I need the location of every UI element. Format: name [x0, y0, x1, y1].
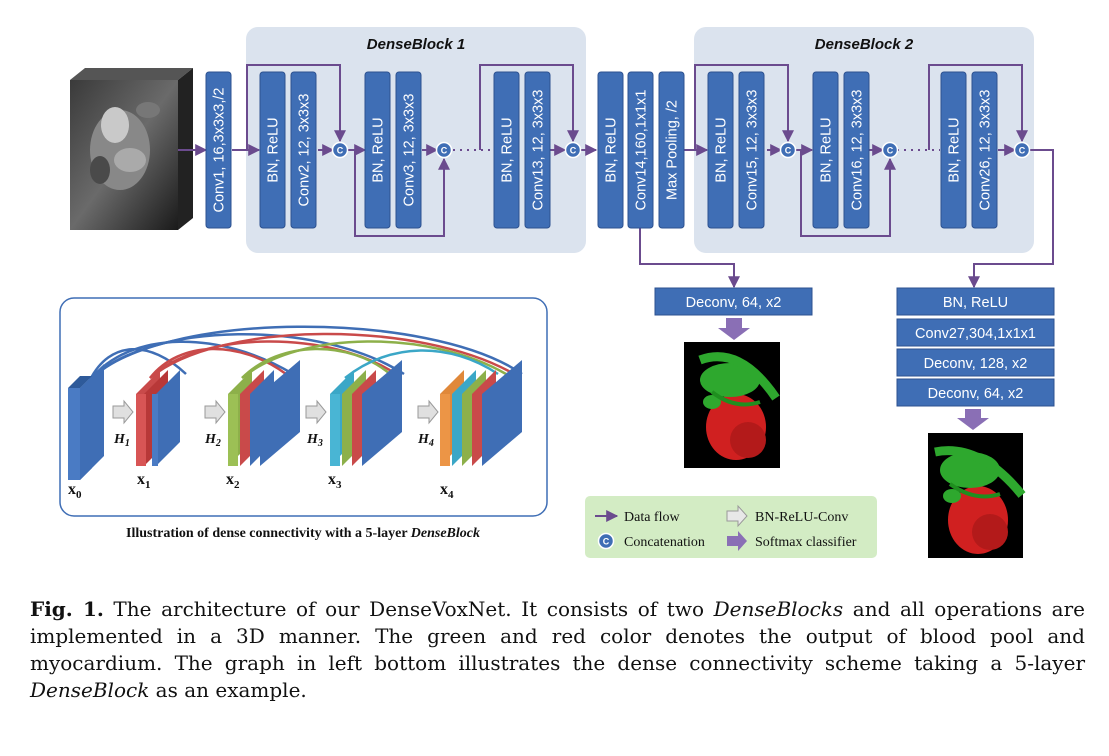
svg-text:Conv26, 12, 3x3x3: Conv26, 12, 3x3x3 [978, 90, 994, 211]
concat-node-5: C [881, 141, 899, 159]
svg-text:BN, ReLU: BN, ReLU [604, 117, 620, 182]
layer-block-conv16: Conv16, 12, 3x3x3 [843, 71, 870, 229]
dense-connectivity-illustration: H1 H2 H3 H4 x0 x1 x2 x3 x4 [59, 297, 548, 517]
svg-text:Deconv, 128, x2: Deconv, 128, x2 [924, 356, 1028, 372]
legend: Data flow C Concatenation BN-ReLU-Conv S… [585, 496, 877, 558]
svg-text:Conv27,304,1x1x1: Conv27,304,1x1x1 [915, 326, 1036, 342]
svg-text:Deconv, 64, x2: Deconv, 64, x2 [686, 295, 782, 311]
x3-slab-group [330, 360, 402, 466]
svg-text:C: C [887, 146, 894, 156]
x4-label: x4 [440, 481, 454, 501]
svg-text:Deconv, 64, x2: Deconv, 64, x2 [928, 386, 1024, 402]
svg-text:BN, ReLU: BN, ReLU [714, 117, 730, 182]
denseblock-2-title: DenseBlock 2 [815, 36, 914, 53]
svg-text:Max Pooling, /2: Max Pooling, /2 [665, 100, 681, 200]
svg-text:BN, ReLU: BN, ReLU [819, 117, 835, 182]
x4-slab-group [440, 360, 522, 466]
softmax-arrow-2 [957, 409, 989, 430]
x1-label: x1 [137, 471, 151, 491]
svg-text:Conv14,160,1x1x1: Conv14,160,1x1x1 [634, 90, 650, 211]
svg-text:Conv13, 12, 3x3x3: Conv13, 12, 3x3x3 [531, 90, 547, 211]
concat-node-3: C [564, 141, 582, 159]
svg-text:Conv3, 12, 3x3x3: Conv3, 12, 3x3x3 [402, 94, 418, 207]
softmax-arrow-1 [718, 318, 750, 340]
concat-node-1: C [331, 141, 349, 159]
branch2-block-1: BN, ReLU [896, 287, 1055, 316]
layer-block-bn1: BN, ReLU [259, 71, 286, 229]
layer-block-bn14: BN, ReLU [597, 71, 624, 229]
layer-block-bn13: BN, ReLU [493, 71, 520, 229]
denseblock-1-title: DenseBlock 1 [367, 36, 465, 53]
branch2-block-3: Deconv, 128, x2 [896, 348, 1055, 377]
legend-bn-relu-conv-icon [726, 504, 748, 528]
branch2-block-2: Conv27,304,1x1x1 [896, 318, 1055, 347]
svg-text:C: C [441, 146, 448, 156]
branch1-deconv-block: Deconv, 64, x2 [654, 287, 813, 316]
layer-block-conv2: Conv2, 12, 3x3x3 [290, 71, 317, 229]
svg-text:C: C [1019, 146, 1026, 156]
svg-text:BN, ReLU: BN, ReLU [947, 117, 963, 182]
legend-softmax-label: Softmax classifier [755, 535, 857, 550]
legend-bn-relu-conv-label: BN-ReLU-Conv [755, 510, 848, 525]
h4-label: H4 [417, 432, 434, 449]
concat-node-2: C [435, 141, 453, 159]
branch2-block-4: Deconv, 64, x2 [896, 378, 1055, 407]
segmentation-output-1 [684, 342, 780, 468]
concat-node-4: C [779, 141, 797, 159]
svg-text:BN, ReLU: BN, ReLU [943, 295, 1008, 311]
legend-softmax-icon [727, 531, 747, 551]
svg-text:Conv15, 12, 3x3x3: Conv15, 12, 3x3x3 [745, 90, 761, 211]
svg-text:BN, ReLU: BN, ReLU [500, 117, 516, 182]
caption-text-1: The architecture of our DenseVoxNet. It … [103, 597, 714, 621]
layer-block-bn26: BN, ReLU [940, 71, 967, 229]
svg-text:BN, ReLU: BN, ReLU [371, 117, 387, 182]
dense-connection-arcs [88, 325, 523, 381]
svg-text:C: C [337, 146, 344, 156]
svg-text:Conv2, 12, 3x3x3: Conv2, 12, 3x3x3 [297, 94, 313, 207]
caption-label: Fig. 1. [30, 597, 104, 621]
segmentation-output-2 [928, 433, 1026, 558]
main-flow-lines [178, 64, 1054, 289]
legend-concat-icon: C [597, 532, 615, 550]
svg-text:C: C [603, 537, 610, 547]
svg-text:BN, ReLU: BN, ReLU [266, 117, 282, 182]
svg-text:Conv1, 16,3x3x3,/2: Conv1, 16,3x3x3,/2 [212, 88, 228, 213]
layer-block-bn15: BN, ReLU [707, 71, 734, 229]
legend-data-flow-label: Data flow [624, 510, 680, 525]
x0-slab-group [68, 364, 104, 480]
caption-text-3: as an example. [149, 678, 307, 702]
layer-block-bn16: BN, ReLU [812, 71, 839, 229]
architecture-diagram: DenseBlock 1 DenseBlock 2 [59, 27, 1055, 558]
svg-text:Conv16, 12, 3x3x3: Conv16, 12, 3x3x3 [850, 90, 866, 211]
mri-input-volume [70, 68, 193, 230]
layer-block-bn3: BN, ReLU [364, 71, 391, 229]
layer-block-conv26: Conv26, 12, 3x3x3 [971, 71, 998, 229]
caption-italic-2: DenseBlock [30, 678, 150, 702]
svg-text:C: C [785, 146, 792, 156]
caption-italic-1: DenseBlocks [713, 597, 844, 621]
transition-arrows [112, 399, 439, 425]
legend-concatenation-label: Concatenation [624, 535, 705, 550]
layer-blocks: Conv1, 16,3x3x3,/2 BN, ReLU Conv2, 12, 3x3… [205, 71, 998, 229]
layer-block-conv13: Conv13, 12, 3x3x3 [524, 71, 551, 229]
x2-label: x2 [226, 471, 240, 491]
x0-label: x0 [68, 481, 82, 501]
h1-label: H1 [113, 432, 130, 449]
layer-block-maxpool: Max Pooling, /2 [658, 71, 685, 229]
x3-label: x3 [328, 471, 342, 491]
figure-caption: Fig. 1. The architecture of our DenseVox… [30, 596, 1085, 704]
concat-node-6: C [1013, 141, 1031, 159]
layer-block-conv15: Conv15, 12, 3x3x3 [738, 71, 765, 229]
svg-text:C: C [570, 146, 577, 156]
layer-block-conv1: Conv1, 16,3x3x3,/2 [205, 71, 232, 229]
caption-text-2: and all operations are implemented in a … [30, 597, 1085, 675]
h2-label: H2 [204, 432, 221, 449]
x1-slab-group [136, 370, 180, 466]
layer-block-conv14: Conv14,160,1x1x1 [627, 71, 654, 229]
dense-illustration-caption: Illustration of dense connectivity with … [126, 526, 480, 541]
x2-slab-group [228, 360, 300, 466]
layer-block-conv3: Conv3, 12, 3x3x3 [395, 71, 422, 229]
h3-label: H3 [306, 432, 323, 449]
